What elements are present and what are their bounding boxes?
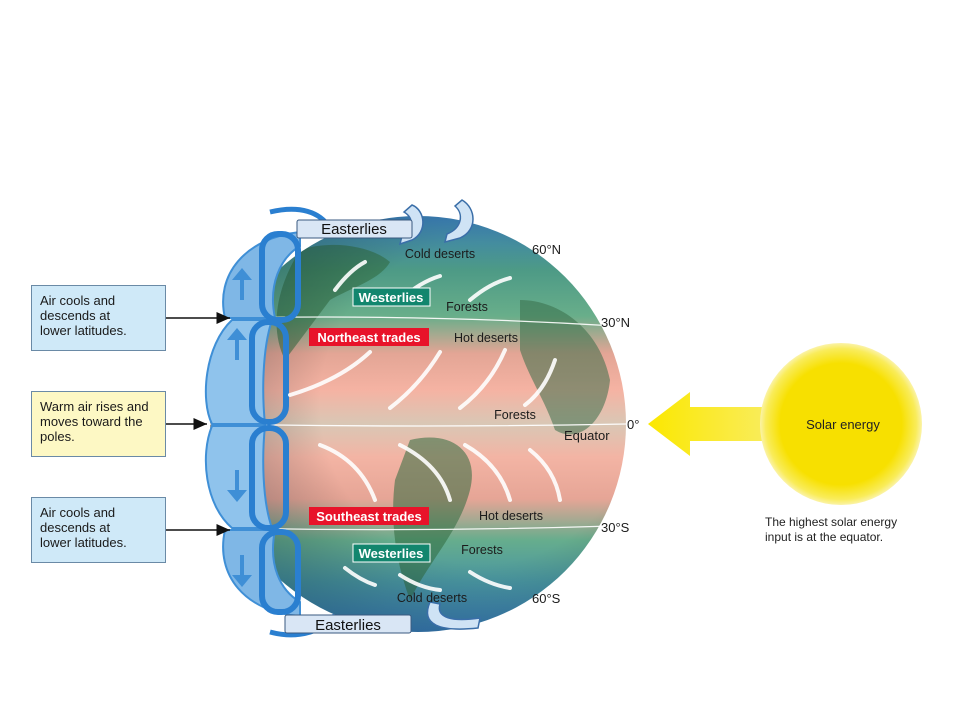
info-box-line: Warm air rises and [40, 399, 149, 414]
info-box-line: poles. [40, 429, 75, 444]
trade-wind-arrow [528, 448, 562, 502]
solar-caption: The highest solar energy input is at the… [765, 515, 897, 545]
westerly-arrow [343, 566, 377, 587]
trade-wind-arrow [318, 443, 377, 502]
trade-wind-arrow [463, 443, 512, 502]
westerly-arrow [468, 276, 512, 302]
easterlies-north-label-group: Easterlies [296, 219, 413, 239]
equator-label: Equator [564, 428, 610, 443]
info-box-line: lower latitudes. [40, 323, 127, 338]
biome-forests-equator: Forests [494, 408, 536, 422]
info-box-air-cools-south: Air cools and descends at lower latitude… [31, 497, 166, 563]
biome-hot-deserts-south: Hot deserts [479, 509, 543, 523]
info-box-line: lower latitudes. [40, 535, 127, 550]
info-box-line: descends at [40, 520, 111, 535]
solar-energy-label: Solar energy [806, 417, 880, 432]
latitude-label-60n: 60°N [532, 242, 561, 257]
biome-forests-south: Forests [461, 543, 503, 557]
info-box-line: descends at [40, 308, 111, 323]
info-box-line: moves toward the [40, 414, 143, 429]
trade-wind-arrow [388, 350, 442, 410]
trade-wind-arrow [458, 348, 507, 410]
easterlies-south-label: Easterlies [315, 617, 381, 634]
northeast-trades-label: Northeast trades [317, 330, 420, 345]
latitude-label-30s: 30°S [601, 520, 630, 535]
westerlies-north-badge: Westerlies [352, 287, 431, 307]
westerly-arrow [468, 570, 512, 590]
info-box-line: Air cools and [40, 293, 116, 308]
latitude-label-0: 0° [627, 417, 639, 432]
easterlies-north-label: Easterlies [321, 221, 387, 238]
latitude-label-60s: 60°S [532, 591, 561, 606]
solar-caption-line: input is at the equator. [765, 530, 884, 544]
northeast-trades-badge: Northeast trades [309, 328, 429, 346]
info-box-line: Air cools and [40, 505, 116, 520]
westerlies-south-badge: Westerlies [352, 543, 431, 563]
westerly-arrow [398, 573, 442, 592]
westerly-arrow [333, 260, 367, 292]
biome-cold-deserts-north: Cold deserts [405, 247, 475, 261]
wind-arrows [288, 260, 562, 592]
biome-cold-deserts-south: Cold deserts [397, 591, 467, 605]
biome-forests-north: Forests [446, 300, 488, 314]
info-box-air-cools-north: Air cools and descends at lower latitude… [31, 285, 166, 351]
westerlies-north-label: Westerlies [359, 290, 424, 305]
biome-hot-deserts-north: Hot deserts [454, 331, 518, 345]
trade-wind-arrow [288, 350, 372, 397]
latitude-line-30s [227, 525, 613, 531]
trade-wind-arrow [398, 443, 452, 502]
sun [760, 343, 922, 505]
solar-caption-line: The highest solar energy [765, 515, 898, 529]
westerlies-south-label: Westerlies [359, 546, 424, 561]
trade-wind-arrow [523, 358, 557, 407]
southeast-trades-badge: Southeast trades [309, 507, 429, 525]
info-box-warm-air-rises: Warm air rises and moves toward the pole… [31, 391, 166, 457]
southeast-trades-label: Southeast trades [316, 509, 421, 524]
solar-beam-arrow [648, 392, 765, 456]
latitude-label-30n: 30°N [601, 315, 630, 330]
easterlies-south-label-group: Easterlies [284, 614, 412, 634]
